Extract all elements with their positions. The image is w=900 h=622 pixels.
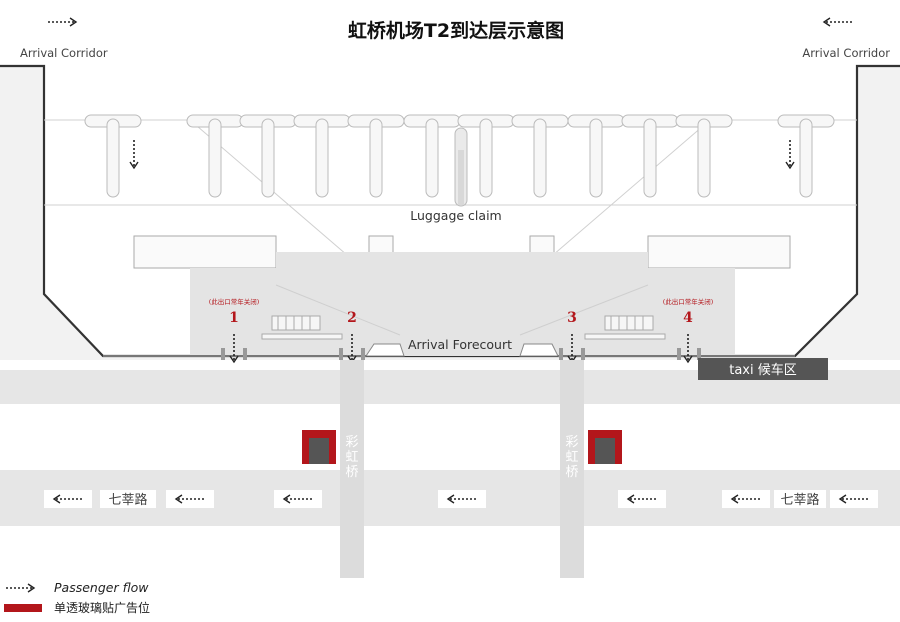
ad-position-left [302,430,336,464]
ad-position-right [588,430,622,464]
right-structure [647,235,791,269]
ad-position-swatch [4,604,42,612]
rainbow-bridge-right-char-1: 彩 [565,435,578,450]
exit-3-number: 3 [567,310,577,326]
forecourt-doorways [365,343,559,357]
down-arrow-icon [129,139,139,169]
passenger-flow-icon [5,583,35,593]
legend-passenger-flow: Passenger flow [54,580,149,595]
rainbow-bridge-left [340,360,364,578]
luggage-claim-label: Luggage claim [410,208,501,223]
corridor-right-arrow-icon [823,17,853,27]
road-arrows [44,490,878,508]
taxi-zone [698,358,828,380]
arrival-forecourt-label: Arrival Forecourt [408,337,512,352]
exit-1-number: 1 [229,310,239,326]
luggage-carousels [84,114,835,207]
rainbow-bridge-right [560,360,584,578]
rainbow-bridge-right-char-3: 桥 [565,465,578,480]
legend: Passenger flow 单透玻璃贴广告位 [4,580,150,615]
rainbow-bridge-left-char-3: 桥 [345,465,358,480]
page-title: 虹桥机场T2到达层示意图 [348,19,564,42]
left-structure [133,235,277,269]
seating-left [261,315,343,340]
arrival-forecourt-area [190,252,735,356]
seating-right [584,315,666,340]
arrival-corridor-left-label: Arrival Corridor [20,46,108,60]
road-name-right: 七莘路 [780,492,819,508]
exit-4-number: 4 [683,310,693,326]
rainbow-bridge-left-char-2: 虹 [345,450,358,465]
road-name-left: 七莘路 [108,492,147,508]
rainbow-bridge-right-char-2: 虹 [565,450,578,465]
exit-2-number: 2 [347,310,357,326]
taxi-zone-label: taxi 候车区 [729,362,797,378]
arrival-corridor-right-label: Arrival Corridor [802,46,890,60]
legend-ad-position: 单透玻璃贴广告位 [54,600,150,615]
exit-4-note: (此出口常年关闭) [663,297,714,306]
rainbow-bridge-left-char-1: 彩 [345,435,358,450]
down-arrow-icon [785,139,795,169]
exit-1-note: (此出口常年关闭) [209,297,260,306]
corridor-left-arrow-icon [47,17,77,27]
door-posts [221,348,701,360]
